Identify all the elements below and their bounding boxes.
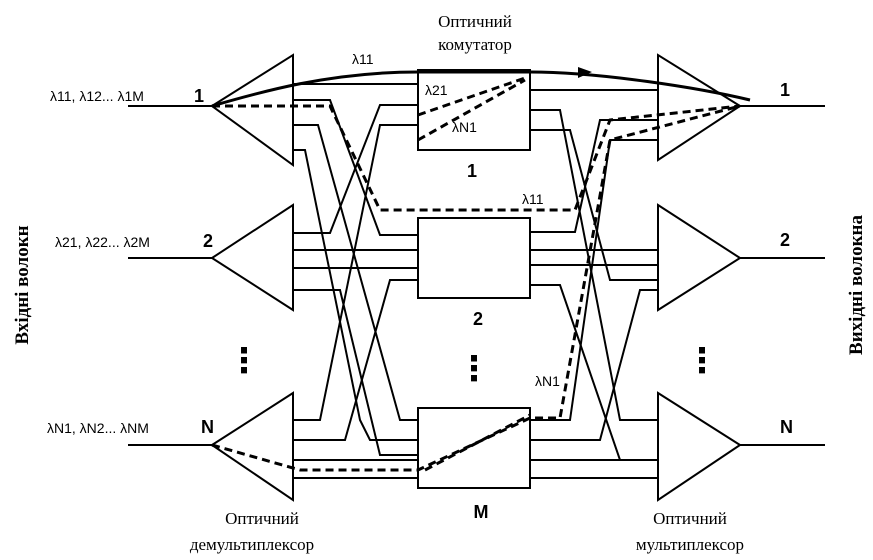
multiplexer-1 [657, 53, 742, 162]
demultiplexer-1 [210, 53, 294, 167]
mux-caption-line1: Оптичний [653, 509, 727, 528]
demultiplexer-N [210, 391, 294, 502]
label-lambda21: λ21 [425, 82, 448, 98]
switch-number-2: 2 [473, 309, 483, 329]
demux-to-switch-connections [293, 83, 418, 479]
input-label-N: λN1, λN2... λNM [47, 420, 149, 436]
label-lambda11-top: λ11 [352, 51, 374, 67]
multiplexer-2 [657, 203, 742, 312]
input-number-N: N [201, 417, 214, 437]
switch-number-1: 1 [467, 161, 477, 181]
dashed-switchM [424, 413, 531, 472]
switch-number-M: M [474, 502, 489, 522]
switch-to-mux-connections [530, 89, 658, 479]
input-label-2: λ21, λ22... λ2M [55, 234, 150, 250]
label-lambdaN1-sw1: λN1 [452, 119, 477, 135]
multiplexer-N [657, 391, 742, 502]
dashed-path-lambdaN1 [211, 104, 741, 472]
demux-caption-line1: Оптичний [225, 509, 299, 528]
input-fibers-caption: Вхідні волокн [12, 225, 33, 344]
mux-caption-line2: мультиплексор [636, 535, 744, 554]
dashed-switch1-a [417, 76, 526, 117]
output-fibers-caption: Вихідні волокна [846, 215, 867, 355]
input-number-1: 1 [194, 86, 204, 106]
switch-caption-line1: Оптичний [438, 12, 512, 31]
input-number-2: 2 [203, 231, 213, 251]
output-number-N: N [780, 417, 793, 437]
demux-caption-line2: демультиплексор [190, 535, 314, 554]
output-ellipsis: ⋮ [685, 342, 719, 380]
path-arrow [578, 67, 592, 78]
switch-box-M [417, 407, 531, 489]
dashed-path-lambda21 [212, 104, 741, 212]
label-lambdaN1-lower: λN1 [535, 373, 560, 389]
demultiplexer-2 [210, 203, 294, 312]
label-lambda11-mid: λ11 [522, 191, 544, 207]
output-number-1: 1 [780, 80, 790, 100]
output-number-2: 2 [780, 230, 790, 250]
switch-caption-line2: комутатор [438, 35, 512, 54]
input-ellipsis: ⋮ [227, 342, 261, 380]
input-label-1: λ11, λ12... λ1M [50, 88, 144, 104]
switch-ellipsis: ⋮ [457, 350, 491, 388]
dashed-switch1-b [417, 78, 526, 142]
light-path-lambda11-top [211, 70, 751, 108]
switch-box-2 [417, 217, 531, 299]
